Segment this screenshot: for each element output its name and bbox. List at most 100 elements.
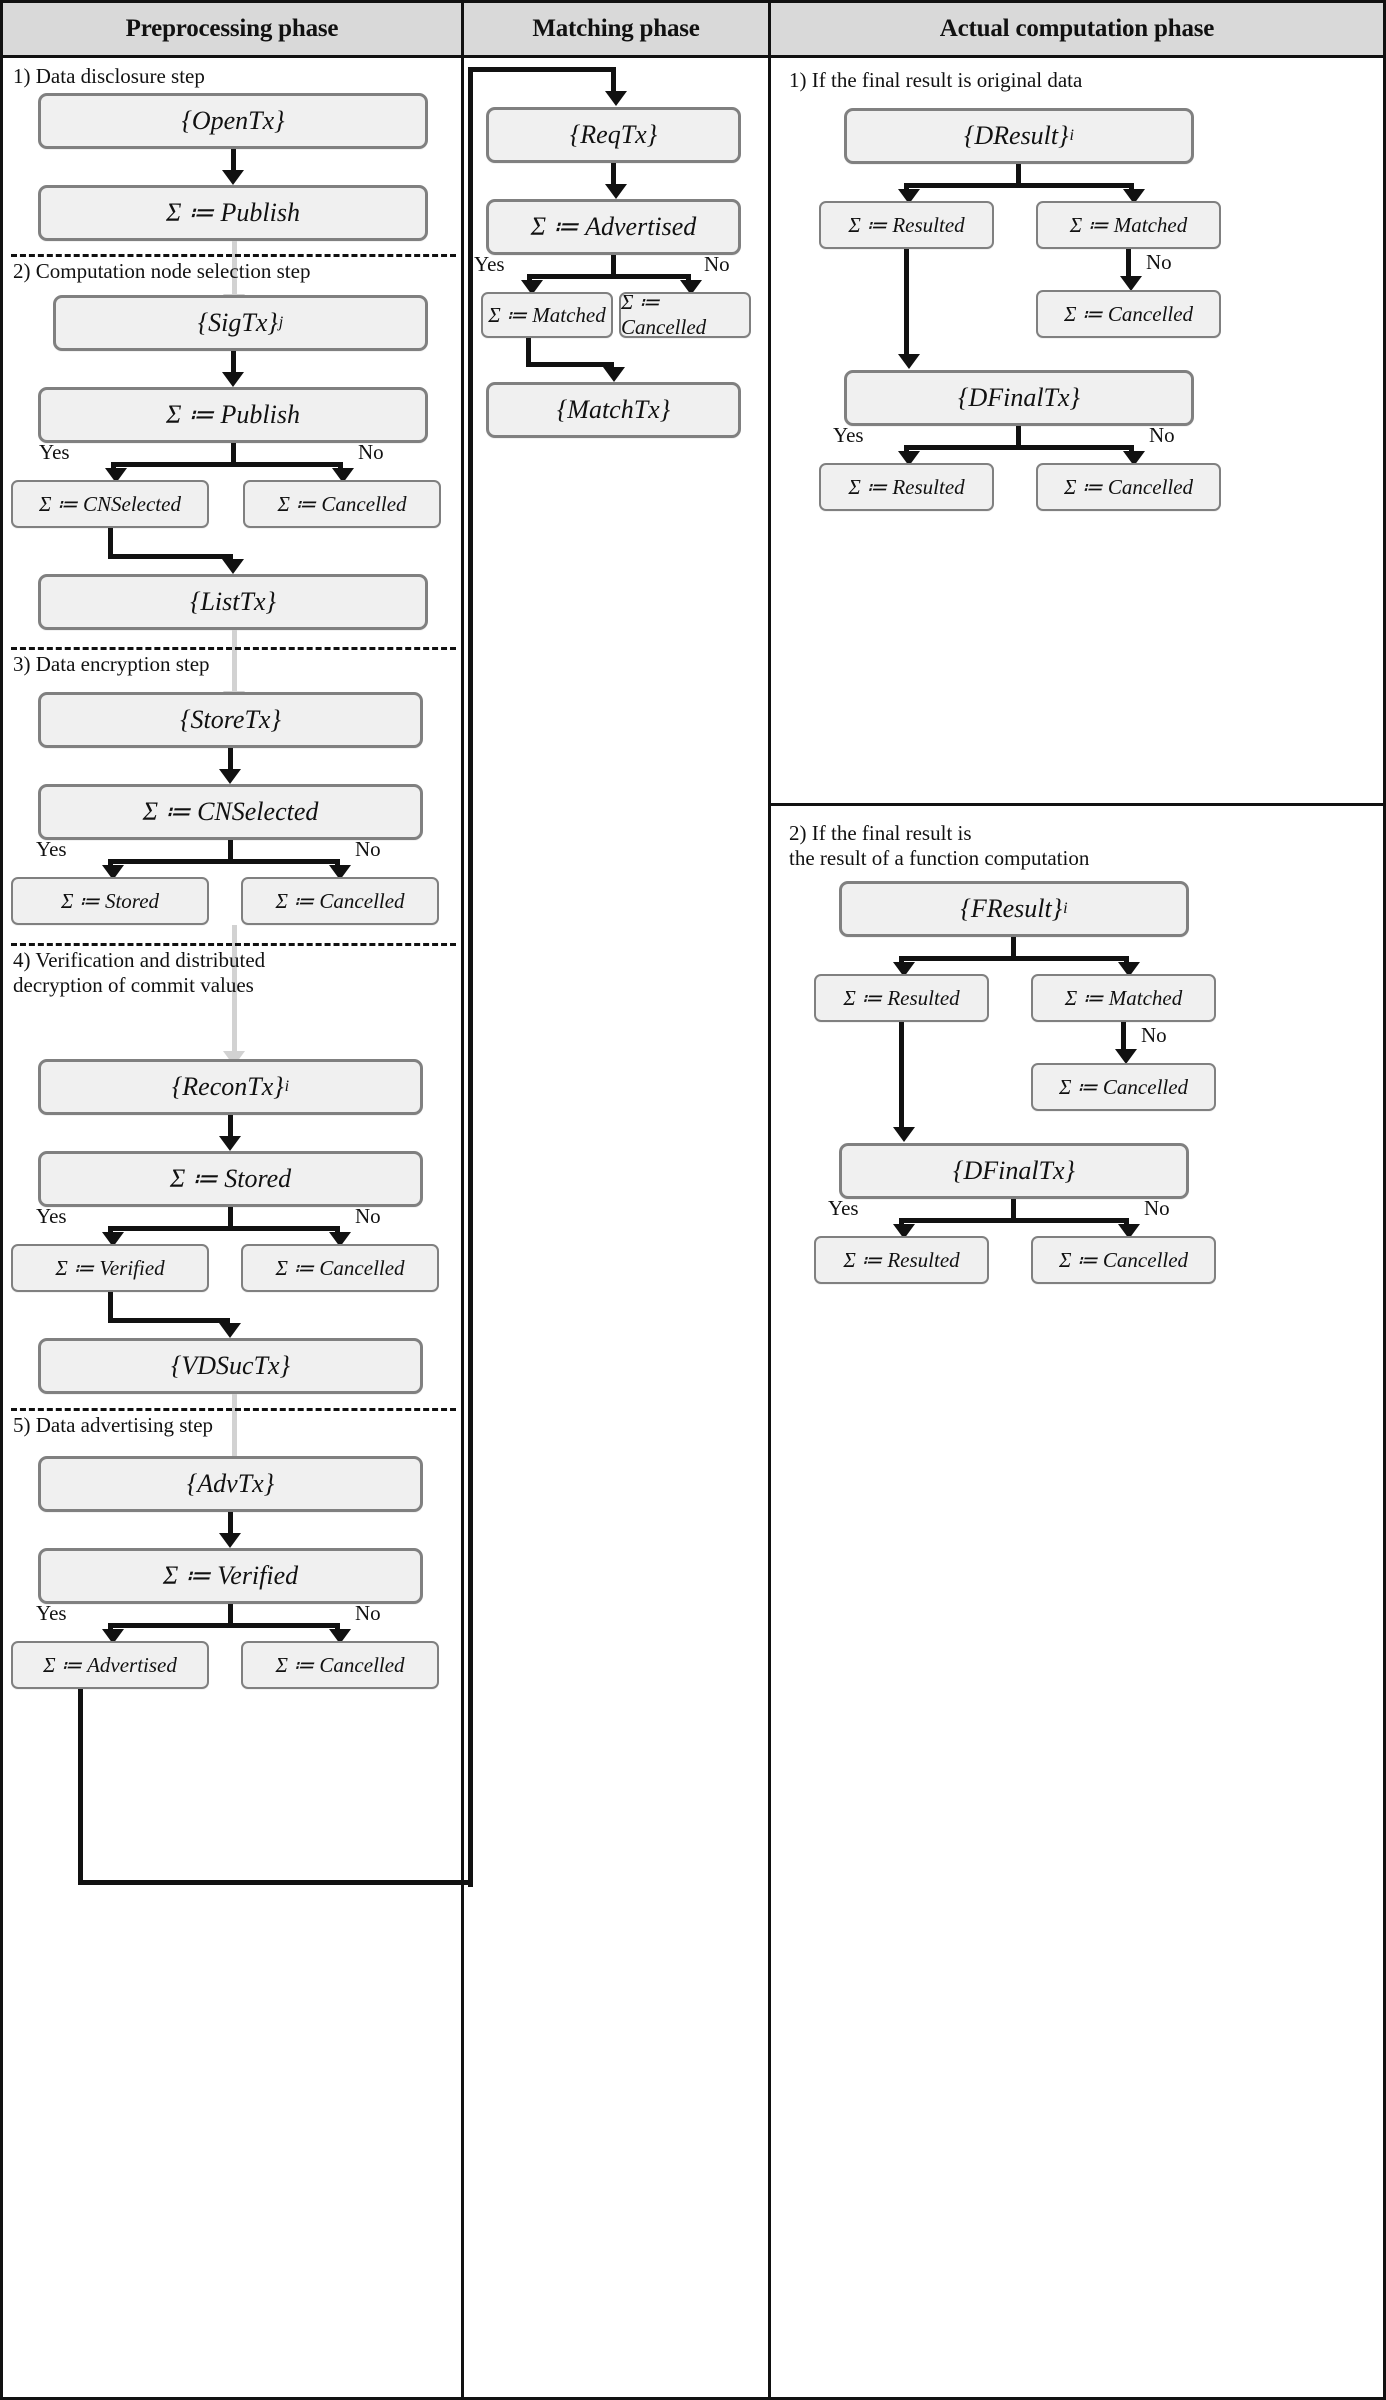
node-d-result: {DResult}i xyxy=(844,108,1194,164)
loopback-horizontal-bottom xyxy=(78,1880,468,1885)
label-no-3: No xyxy=(355,1204,381,1228)
connector-reqtx-to-advertised xyxy=(611,163,616,189)
node-vdsuc-tx: {VDSucTx} xyxy=(38,1338,423,1394)
step-label-5: 5) Data advertising step xyxy=(13,1413,214,1437)
label-yes-4: Yes xyxy=(36,1601,67,1625)
connector-cnselected-right-1 xyxy=(108,554,233,559)
step-label-1: 1) Data disclosure step xyxy=(13,64,205,88)
node-f-result: {FResult}i xyxy=(839,881,1189,937)
branch-stem-1 xyxy=(231,443,236,465)
branch-left-drop-3 xyxy=(108,1226,113,1236)
node-list-tx: {ListTx} xyxy=(38,574,428,630)
arrowhead-matched-to-cancelled-2 xyxy=(1115,1049,1137,1064)
branch-right-drop-dfinal-1 xyxy=(1129,445,1134,455)
node-stored-2: Σ ≔ Stored xyxy=(38,1151,423,1207)
node-advertised-1: Σ ≔ Advertised xyxy=(11,1641,209,1689)
loopback-vertical-left xyxy=(78,1689,83,1884)
branch-bar-4 xyxy=(108,1623,340,1628)
arrowhead-yes-dfinal-2 xyxy=(893,1224,915,1239)
connector-verified-down xyxy=(108,1292,113,1322)
node-cancelled-comp-2: Σ ≔ Cancelled xyxy=(1036,463,1221,511)
branch-stem-matching xyxy=(611,255,616,277)
computation-section-divider xyxy=(771,803,1383,806)
branch-left-drop-matching xyxy=(527,274,532,284)
connector-resulted-to-dfinaltx-2 xyxy=(899,1022,904,1132)
node-matched-2: Σ ≔ Matched xyxy=(1031,974,1216,1022)
node-d-result-text: {DResult} xyxy=(963,121,1069,150)
node-req-tx: {ReqTx} xyxy=(486,107,741,163)
node-resulted-3: Σ ≔ Resulted xyxy=(814,974,989,1022)
branch-stem-2 xyxy=(228,840,233,862)
label-no-1: No xyxy=(358,440,384,464)
step-label-4: 4) Verification and distributed decrypti… xyxy=(13,948,266,997)
branch-left-drop-dfinal-1 xyxy=(904,445,909,455)
label-no-matching: No xyxy=(704,252,730,276)
node-f-result-text: {FResult} xyxy=(960,894,1063,923)
arrowhead-resulted-to-dfinaltx-1 xyxy=(898,354,920,369)
connector-faded-step3-step4 xyxy=(232,925,237,1055)
node-sig-tx-subscript: j xyxy=(278,314,284,331)
branch-right-drop-dfinal-2 xyxy=(1124,1218,1129,1228)
branch-right-drop-dresult xyxy=(1129,183,1134,193)
node-match-tx: {MatchTx} xyxy=(486,382,741,438)
connector-storetx-to-cnselected xyxy=(228,748,233,774)
branch-bar-2 xyxy=(108,859,340,864)
branch-stem-fresult xyxy=(1011,937,1016,959)
arrowhead-left-fresult xyxy=(893,962,915,977)
computation-section-label-1: 1) If the final result is original data xyxy=(789,68,1083,92)
label-no-matched-2: No xyxy=(1141,1023,1167,1047)
node-verified-1: Σ ≔ Verified xyxy=(11,1244,209,1292)
label-no-dfinal-1: No xyxy=(1149,423,1175,447)
node-recon-tx: {ReconTx}i xyxy=(38,1059,423,1115)
label-yes-dfinal-1: Yes xyxy=(833,423,864,447)
node-matched-1: Σ ≔ Matched xyxy=(1036,201,1221,249)
arrowhead-yes-dfinal-1 xyxy=(898,451,920,466)
label-no-dfinal-2: No xyxy=(1144,1196,1170,1220)
connector-resulted-to-dfinaltx-1 xyxy=(904,249,909,359)
arrowhead-reqtx-to-advertised xyxy=(605,184,627,199)
branch-bar-dfinal-2 xyxy=(899,1218,1129,1223)
arrowhead-yes-matching xyxy=(521,280,543,295)
node-advertised-matching: Σ ≔ Advertised xyxy=(486,199,741,255)
node-recon-tx-subscript: i xyxy=(284,1078,290,1095)
arrowhead-no-2 xyxy=(329,865,351,880)
node-cancelled-4: Σ ≔ Cancelled xyxy=(241,1641,439,1689)
node-matched-matching: Σ ≔ Matched xyxy=(481,292,613,338)
branch-bar-dfinal-1 xyxy=(904,445,1134,450)
node-sig-tx: {SigTx}j xyxy=(53,295,428,351)
column-matching: {ReqTx} Σ ≔ Advertised Yes No Σ ≔ Matche… xyxy=(464,58,771,2397)
branch-right-drop-1 xyxy=(338,462,343,472)
phase-header-row: Preprocessing phase Matching phase Actua… xyxy=(3,3,1383,58)
branch-left-drop-1 xyxy=(111,462,116,472)
label-yes-1: Yes xyxy=(39,440,70,464)
node-publish-2: Σ ≔ Publish xyxy=(38,387,428,443)
branch-left-drop-dfinal-2 xyxy=(899,1218,904,1228)
connector-matched-right xyxy=(526,362,614,367)
node-sig-tx-text: {SigTx} xyxy=(197,308,278,337)
node-open-tx: {OpenTx} xyxy=(38,93,428,149)
arrowhead-to-vdsuctx xyxy=(219,1323,241,1338)
header-preprocessing-phase: Preprocessing phase xyxy=(3,3,464,55)
node-stored-1: Σ ≔ Stored xyxy=(11,877,209,925)
arrowhead-no-4 xyxy=(329,1629,351,1644)
arrowhead-right-fresult xyxy=(1118,962,1140,977)
step-separator-2 xyxy=(11,647,456,650)
label-no-2: No xyxy=(355,837,381,861)
branch-stem-dfinal-2 xyxy=(1011,1199,1016,1221)
arrowhead-no-matching xyxy=(680,280,702,295)
node-cancelled-2: Σ ≔ Cancelled xyxy=(241,877,439,925)
arrowhead-sigtx-to-publish2 xyxy=(222,372,244,387)
node-publish-1: Σ ≔ Publish xyxy=(38,185,428,241)
branch-stem-dresult xyxy=(1016,164,1021,186)
arrowhead-recontx-to-stored xyxy=(219,1136,241,1151)
branch-bar-dresult xyxy=(904,183,1134,188)
node-cancelled-comp-1: Σ ≔ Cancelled xyxy=(1036,290,1221,338)
branch-right-drop-3 xyxy=(335,1226,340,1236)
header-matching-phase: Matching phase xyxy=(464,3,771,55)
label-no-matched-1: No xyxy=(1146,250,1172,274)
node-verified-2: Σ ≔ Verified xyxy=(38,1548,423,1604)
arrowhead-no-1 xyxy=(332,468,354,483)
connector-verified-right xyxy=(108,1318,230,1323)
arrowhead-no-dfinal-2 xyxy=(1118,1224,1140,1239)
branch-stem-3 xyxy=(228,1207,233,1229)
